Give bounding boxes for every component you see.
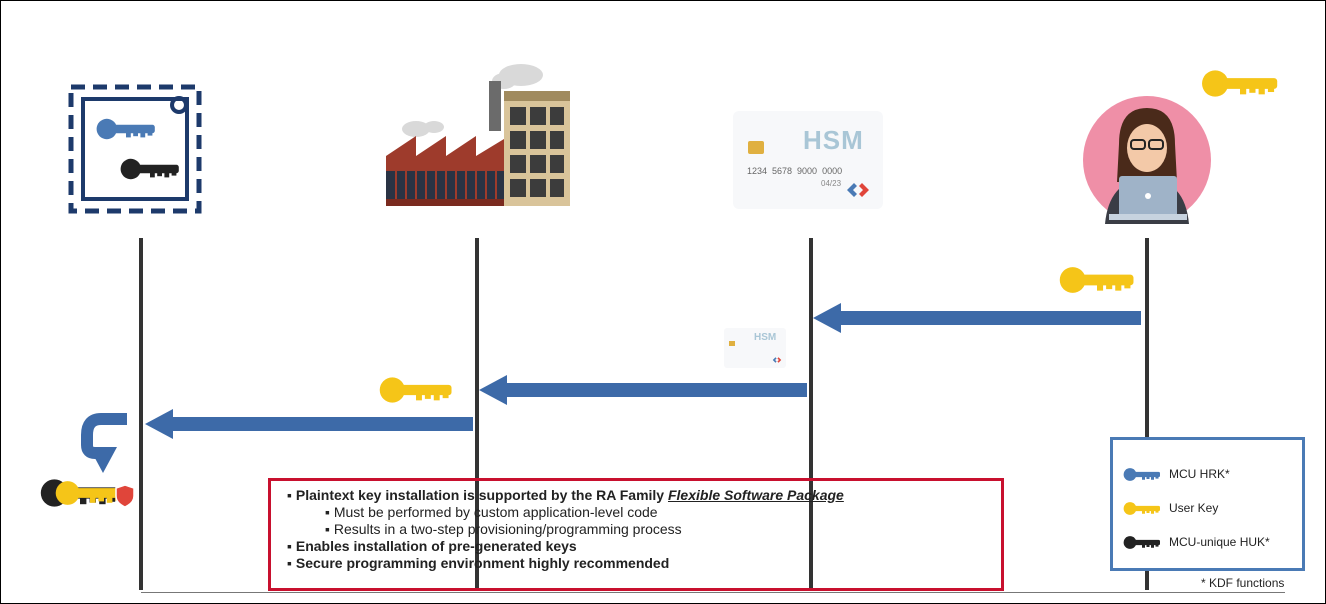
legend-item-huk: MCU-unique HUK*	[1123, 532, 1270, 552]
card-chip-icon	[748, 141, 764, 154]
lifeline-user	[1145, 238, 1149, 590]
arrow-factory-to-mcu	[145, 409, 473, 439]
hsm-card-large: HSM 1234 5678 9000 0000 04/23	[733, 111, 883, 209]
note-bullet-1: ▪ Plaintext key installation is supporte…	[287, 487, 844, 503]
bottom-rule	[141, 592, 1285, 593]
fsp-link[interactable]: Flexible Software Package	[667, 487, 844, 503]
note-bullet-1-text: Plaintext key installation is supported …	[295, 487, 668, 503]
wrap-arrow-icon	[81, 413, 127, 473]
yellow-key-icon	[1123, 501, 1160, 515]
user-key-factory-icon	[379, 377, 452, 403]
note-bullet-2: ▪ Enables installation of pre-generated …	[287, 538, 577, 554]
user-avatar-icon	[1083, 96, 1211, 224]
legend-box: MCU HRK* User Key MCU-unique HUK*	[1110, 437, 1305, 571]
lifeline-mcu	[139, 238, 143, 590]
hsm-card-small: HSM	[724, 328, 786, 368]
wrapped-key-icon	[40, 479, 135, 508]
card-logo-icon	[847, 183, 869, 197]
legend-label-hrk: MCU HRK*	[1169, 467, 1230, 481]
legend-label-user-key: User Key	[1169, 501, 1219, 515]
notes-box: ▪ Plaintext key installation is supporte…	[268, 478, 1004, 591]
mcu-chip-icon	[68, 84, 202, 214]
lifeline-factory	[475, 238, 479, 590]
arrow-user-to-hsm	[813, 303, 1141, 333]
arrow-hsm-to-factory	[479, 375, 807, 405]
note-sub-2: ▪ Results in a two-step provisioning/pro…	[325, 521, 682, 537]
user-key-icon	[1202, 70, 1278, 97]
black-key-icon	[1123, 535, 1160, 549]
note-sub-1-text: Must be performed by custom application-…	[333, 504, 658, 520]
card-brand-small: HSM	[754, 332, 777, 343]
legend-item-user-key: User Key	[1123, 498, 1218, 518]
card-expiry: 04/23	[821, 179, 842, 188]
card-chip-small-icon	[729, 341, 735, 346]
user-key-transfer-icon	[1059, 267, 1134, 293]
factory-icon	[386, 64, 570, 206]
legend-item-hrk: MCU HRK*	[1123, 464, 1230, 484]
note-bullet-3: ▪ Secure programming environment highly …	[287, 555, 670, 571]
note-bullet-3-text: Secure programming environment highly re…	[295, 555, 670, 571]
card-brand: HSM	[803, 125, 864, 155]
note-bullet-2-text: Enables installation of pre-generated ke…	[295, 538, 577, 554]
legend-label-huk: MCU-unique HUK*	[1169, 535, 1270, 549]
kdf-footnote: * KDF functions	[1201, 576, 1285, 590]
blue-key-icon	[1123, 467, 1160, 481]
lifeline-hsm	[809, 238, 813, 590]
card-number: 1234 5678 9000 0000	[747, 166, 843, 176]
card-logo-small-icon	[772, 357, 782, 363]
note-sub-1: ▪ Must be performed by custom applicatio…	[325, 504, 658, 520]
note-sub-2-text: Results in a two-step provisioning/progr…	[333, 521, 682, 537]
